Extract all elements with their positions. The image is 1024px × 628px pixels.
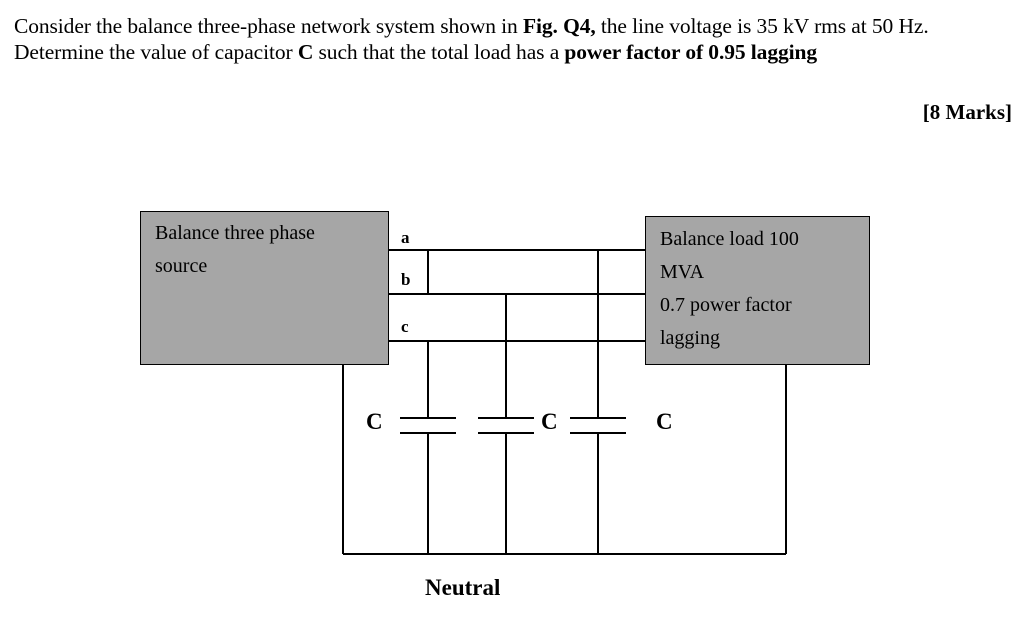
question-part2: the line voltage is 35 kV rms at 50 Hz. … bbox=[14, 14, 929, 64]
capacitor-symbol: C bbox=[297, 40, 314, 64]
phase-label-c: c bbox=[401, 317, 409, 336]
phase-label-a: a bbox=[401, 228, 410, 247]
question-part1: Consider the balance three-phase network… bbox=[14, 14, 523, 38]
balanced-load-box: Balance load 100 MVA 0.7 power factor la… bbox=[645, 216, 870, 365]
load-label-line3: 0.7 power factor bbox=[660, 294, 792, 316]
source-label-line1: Balance three phase bbox=[155, 222, 315, 244]
figure-reference: Fig. Q4, bbox=[522, 14, 596, 38]
load-label: Balance load 100 MVA 0.7 power factor la… bbox=[660, 223, 860, 355]
three-phase-source-box: Balance three phase source bbox=[140, 211, 389, 365]
load-label-line2: MVA bbox=[660, 261, 705, 283]
question-text: Consider the balance three-phase network… bbox=[14, 13, 1014, 65]
source-label: Balance three phase source bbox=[155, 217, 375, 283]
power-factor-target: power factor of 0.95 lagging bbox=[564, 40, 818, 64]
source-label-line2: source bbox=[155, 255, 208, 277]
question-part3: such that the total load has a bbox=[313, 40, 565, 64]
marks-label: [8 Marks] bbox=[922, 100, 1012, 124]
load-label-line1: Balance load 100 bbox=[660, 228, 799, 250]
phase-label-b: b bbox=[401, 270, 410, 289]
capacitor-label-2: C bbox=[541, 409, 558, 434]
load-label-line4: lagging bbox=[660, 327, 720, 349]
capacitor-label-3: C bbox=[656, 409, 673, 434]
neutral-label: Neutral bbox=[425, 575, 501, 600]
capacitor-label-1: C bbox=[366, 409, 383, 434]
